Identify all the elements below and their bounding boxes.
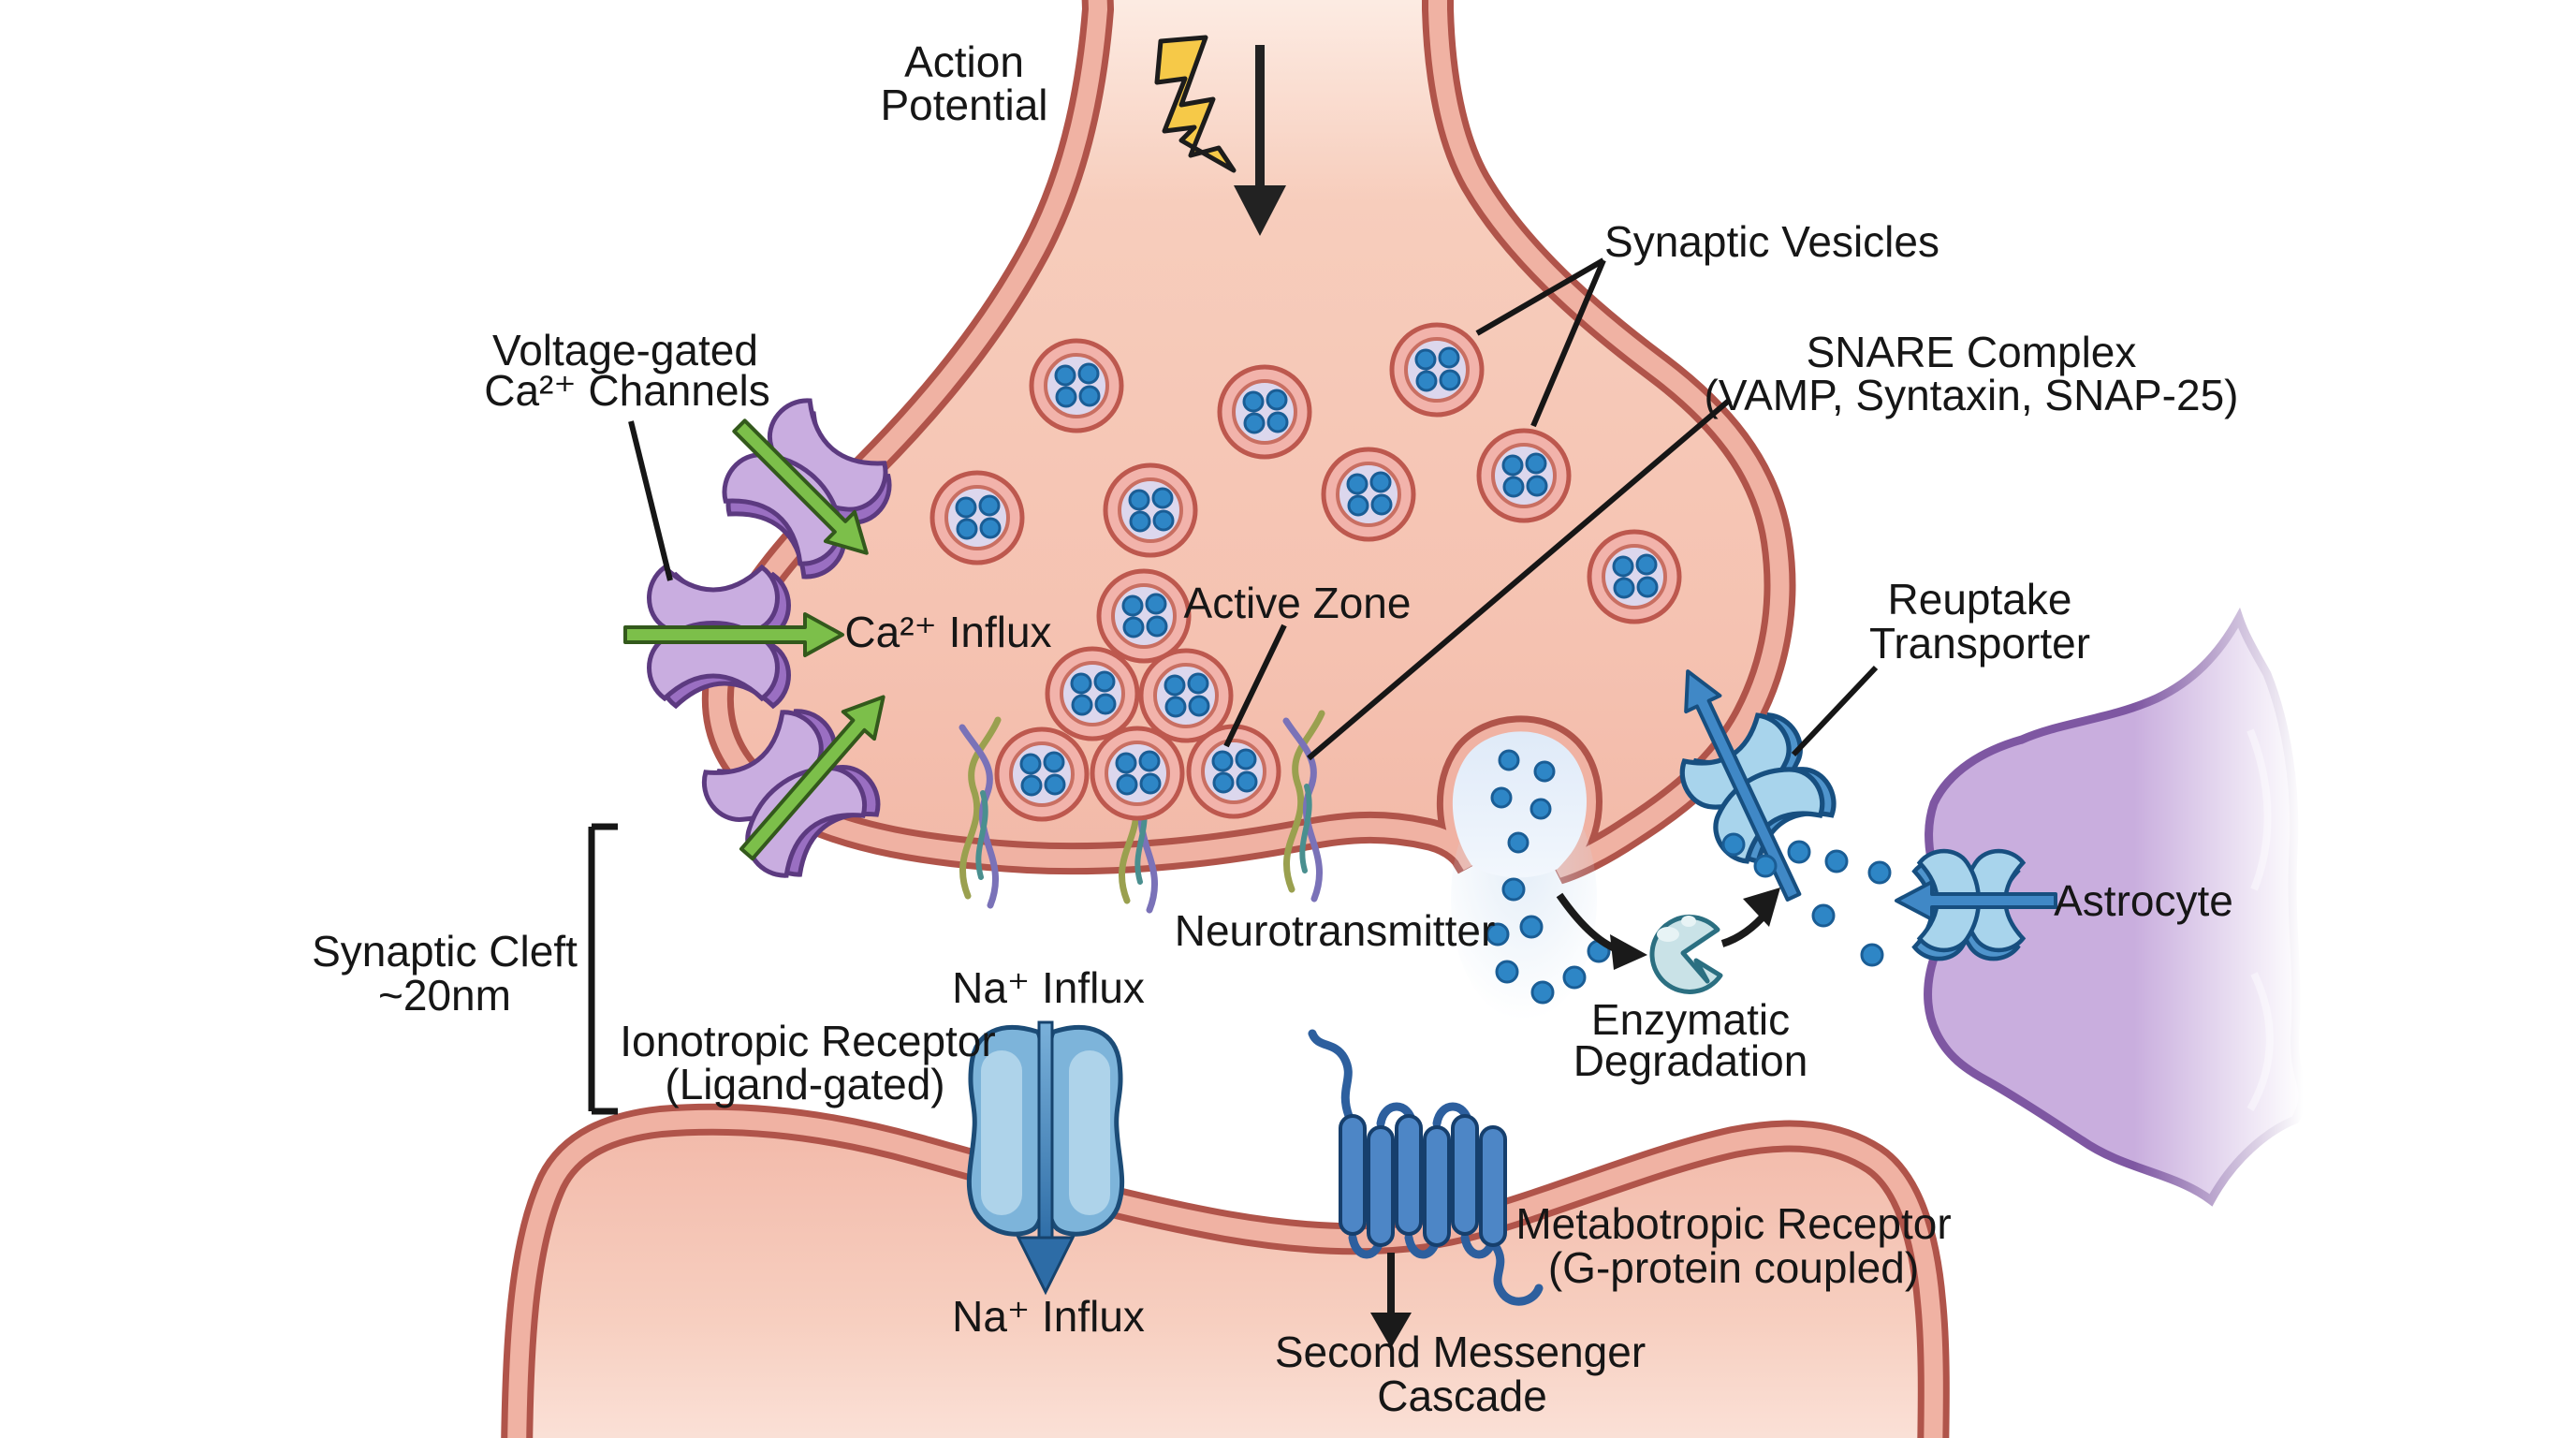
ca-influx-label: Ca²⁺ Influx	[844, 608, 1051, 656]
second-messenger-label: Cascade	[1377, 1372, 1547, 1420]
ionotropic-left-lobe	[966, 1024, 1045, 1237]
synaptic-vesicles-pointer-line	[1475, 257, 1605, 336]
action-potential-label: Action	[904, 37, 1024, 86]
gpcr-transmembrane-helices	[1339, 1114, 1507, 1247]
metabotropic-receptor	[1308, 1029, 1544, 1348]
calcium-influx-arrows	[623, 418, 886, 861]
synaptic-vesicle	[1479, 431, 1569, 521]
synaptic-vesicle	[932, 473, 1022, 563]
snare-complex-label: (VAMP, Syntaxin, SNAP-25)	[1705, 371, 2239, 419]
astrocyte-inner-line	[2247, 728, 2272, 891]
synaptic-vesicle	[1032, 341, 1121, 431]
snare-pointer-line	[1307, 397, 1732, 761]
voltage-gated-label: Voltage-gated	[492, 326, 758, 374]
pointer-lines	[628, 257, 1879, 761]
ionotropic-receptor-label: Ionotropic Receptor	[620, 1017, 995, 1065]
reuptake-arrow-icon	[1684, 669, 1802, 902]
gpcr-n-tail	[1308, 1029, 1354, 1121]
neurotransmitter-label: Neurotransmitter	[1175, 906, 1496, 955]
active-zone-pointer-line	[1223, 624, 1287, 748]
fusing-vesicle-lumen	[1452, 731, 1587, 878]
enzymatic-degradation-label: Enzymatic	[1591, 995, 1790, 1044]
na-influx-label-bottom: Na⁺ Influx	[952, 1292, 1145, 1341]
synaptic-vesicles-label: Synaptic Vesicles	[1604, 217, 1939, 266]
active-zone-label: Active Zone	[1184, 579, 1412, 627]
synaptic-vesicles-pointer-line	[1530, 258, 1606, 428]
voltage-gated-label: Ca²⁺ Channels	[484, 366, 770, 415]
astrocyte-uptake-arrow-icon	[1895, 880, 2057, 921]
docked-vesicle	[1189, 726, 1279, 816]
postsynaptic-membrane-band	[507, 1109, 1943, 1438]
metabotropic-receptor-label: Metabotropic Receptor	[1515, 1199, 1951, 1248]
astrocyte-label: Astrocyte	[2054, 876, 2233, 925]
docked-vesicle	[997, 729, 1087, 819]
docked-vesicle	[1099, 571, 1189, 661]
synaptic-cleft-label: ~20nm	[378, 971, 511, 1020]
second-messenger-arrow-icon	[1370, 1253, 1412, 1348]
exocytosis-site	[1451, 731, 1611, 1020]
voltage-gated-channels	[623, 390, 905, 890]
enzyme-highlight	[1657, 927, 1679, 942]
lobe-highlight	[981, 1050, 1022, 1215]
green-arrow-icon	[623, 612, 844, 657]
action-potential-label: Potential	[880, 81, 1047, 129]
enzyme-highlight	[1681, 916, 1696, 927]
enzymatic-degradation-group	[1556, 888, 1780, 994]
lightning-bolt-icon	[1154, 35, 1237, 173]
neurotransmitter-dots-reuptake	[1721, 832, 1892, 967]
ionotropic-right-lobe	[1046, 1024, 1125, 1237]
synaptic-vesicle	[1220, 367, 1310, 457]
synaptic-vesicle	[1589, 532, 1679, 622]
voltage-gated-pointer-line	[628, 420, 673, 581]
reuptake-transporter-group	[1671, 669, 1892, 967]
action-potential-group	[1154, 35, 1286, 236]
astrocyte-inner-line	[2247, 972, 2274, 1111]
na-influx-arrow-icon	[1016, 1020, 1076, 1296]
reuptake-pointer-line	[1791, 665, 1879, 757]
action-potential-arrow-icon	[1234, 45, 1286, 236]
docked-vesicle	[1047, 649, 1137, 739]
curved-arrow-head	[1610, 934, 1647, 970]
postsynaptic-cell	[501, 1103, 1950, 1438]
synaptic-vesicle	[1324, 449, 1413, 539]
green-arrow-icon	[739, 695, 886, 861]
enzymatic-degradation-label: Degradation	[1573, 1036, 1808, 1085]
green-arrow-icon	[732, 418, 869, 555]
second-messenger-label: Second Messenger	[1275, 1328, 1646, 1376]
na-influx-label-top: Na⁺ Influx	[952, 963, 1145, 1012]
docked-vesicle	[1092, 728, 1182, 818]
reuptake-transporter-label: Transporter	[1869, 619, 2090, 668]
neurotransmitter-dots-pouch	[1490, 749, 1556, 854]
labels: Action Potential Synaptic Vesicles SNARE…	[312, 37, 2238, 1420]
synaptic-cleft-label: Synaptic Cleft	[312, 927, 578, 976]
astrocyte-body	[1924, 607, 2307, 1207]
metabotropic-receptor-label: (G-protein coupled)	[1548, 1243, 1919, 1292]
curved-arrow-head	[1743, 888, 1780, 927]
reuptake-transporter-label: Reuptake	[1888, 575, 2072, 624]
synaptic-cleft-bracket	[588, 823, 618, 1115]
ionotropic-receptor	[966, 1020, 1125, 1296]
astrocyte-transporter-group	[1895, 851, 2057, 959]
snare-complex-label: SNARE Complex	[1807, 328, 2137, 376]
astrocyte-cell	[1924, 607, 2307, 1207]
synaptic-vesicle	[1392, 325, 1482, 415]
synaptic-vesicle	[1105, 465, 1195, 555]
gpcr-c-tail	[1490, 1240, 1544, 1306]
ionotropic-receptor-label: (Ligand-gated)	[665, 1060, 944, 1108]
neurotransmitter-dots-cleft	[1486, 877, 1611, 1005]
